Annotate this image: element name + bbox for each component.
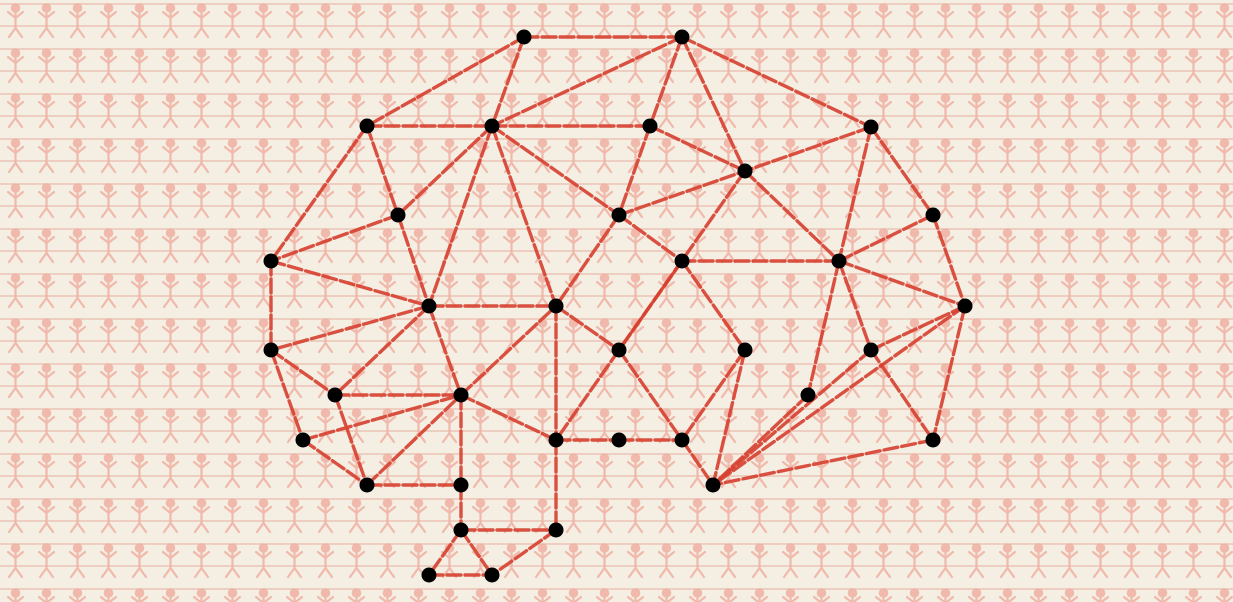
node-dot-icon bbox=[864, 120, 879, 135]
node-dot-icon bbox=[612, 208, 627, 223]
node-dot-icon bbox=[360, 119, 375, 134]
node-dot-icon bbox=[738, 164, 753, 179]
node-dot-icon bbox=[454, 478, 469, 493]
node-dot-icon bbox=[801, 388, 816, 403]
node-dot-icon bbox=[485, 119, 500, 134]
node-dot-icon bbox=[391, 208, 406, 223]
node-dot-icon bbox=[517, 30, 532, 45]
node-dot-icon bbox=[454, 388, 469, 403]
node-dot-icon bbox=[958, 299, 973, 314]
node-dot-icon bbox=[422, 568, 437, 583]
node-dot-icon bbox=[612, 433, 627, 448]
node-dot-icon bbox=[296, 433, 311, 448]
node-dot-icon bbox=[675, 254, 690, 269]
node-dot-icon bbox=[926, 433, 941, 448]
node-dot-icon bbox=[360, 478, 375, 493]
node-dot-icon bbox=[832, 254, 847, 269]
node-dot-icon bbox=[454, 523, 469, 538]
node-dot-icon bbox=[926, 208, 941, 223]
node-dot-icon bbox=[264, 254, 279, 269]
node-dot-icon bbox=[422, 299, 437, 314]
node-dot-icon bbox=[738, 343, 753, 358]
node-dot-icon bbox=[643, 119, 658, 134]
node-dot-icon bbox=[549, 433, 564, 448]
node-dot-icon bbox=[549, 299, 564, 314]
node-dot-icon bbox=[264, 343, 279, 358]
node-dot-icon bbox=[675, 30, 690, 45]
node-dot-icon bbox=[612, 343, 627, 358]
node-dot-icon bbox=[864, 343, 879, 358]
node-dot-icon bbox=[549, 523, 564, 538]
node-dot-icon bbox=[485, 568, 500, 583]
node-dot-icon bbox=[328, 388, 343, 403]
node-dot-icon bbox=[675, 433, 690, 448]
node-dot-icon bbox=[706, 478, 721, 493]
